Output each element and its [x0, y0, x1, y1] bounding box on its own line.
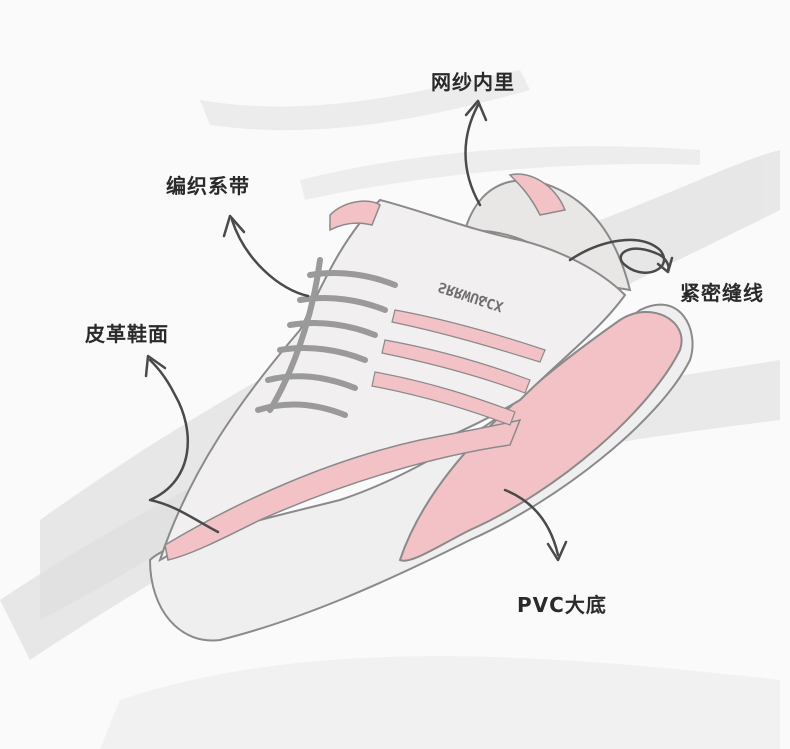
- leather-arrow: [148, 358, 220, 534]
- pink-stripe-3: [371, 371, 516, 426]
- laces-arrow: [230, 218, 310, 298]
- label-leather-upper: 皮革鞋面: [85, 322, 169, 346]
- mesh-arrow: [464, 103, 482, 207]
- label-knit-laces: 编织系带: [166, 174, 250, 198]
- mesh-arrow-head: [464, 99, 488, 122]
- stitch-arrow: [568, 238, 670, 274]
- pink-stripe-1: [391, 309, 546, 363]
- pink-stripe-2: [381, 339, 531, 394]
- label-pvc-sole: PVC大底: [517, 593, 607, 617]
- leather-arrow-head: [144, 354, 167, 378]
- sneaker: SRRWU&CX: [148, 173, 694, 642]
- callout-arrows: [144, 99, 674, 562]
- knit-laces: [255, 257, 398, 418]
- heel-pink-tab: [508, 173, 567, 216]
- stitch-arrow-head: [656, 256, 674, 274]
- toe-pink: [329, 200, 381, 232]
- sole-arrow: [503, 488, 560, 557]
- sole-arrow-head: [546, 540, 568, 562]
- label-tight-stitching: 紧密缝线: [680, 281, 764, 305]
- laces-arrow-head: [222, 214, 246, 238]
- label-mesh-lining: 网纱内里: [431, 70, 515, 94]
- pink-side-stripe: [164, 418, 522, 561]
